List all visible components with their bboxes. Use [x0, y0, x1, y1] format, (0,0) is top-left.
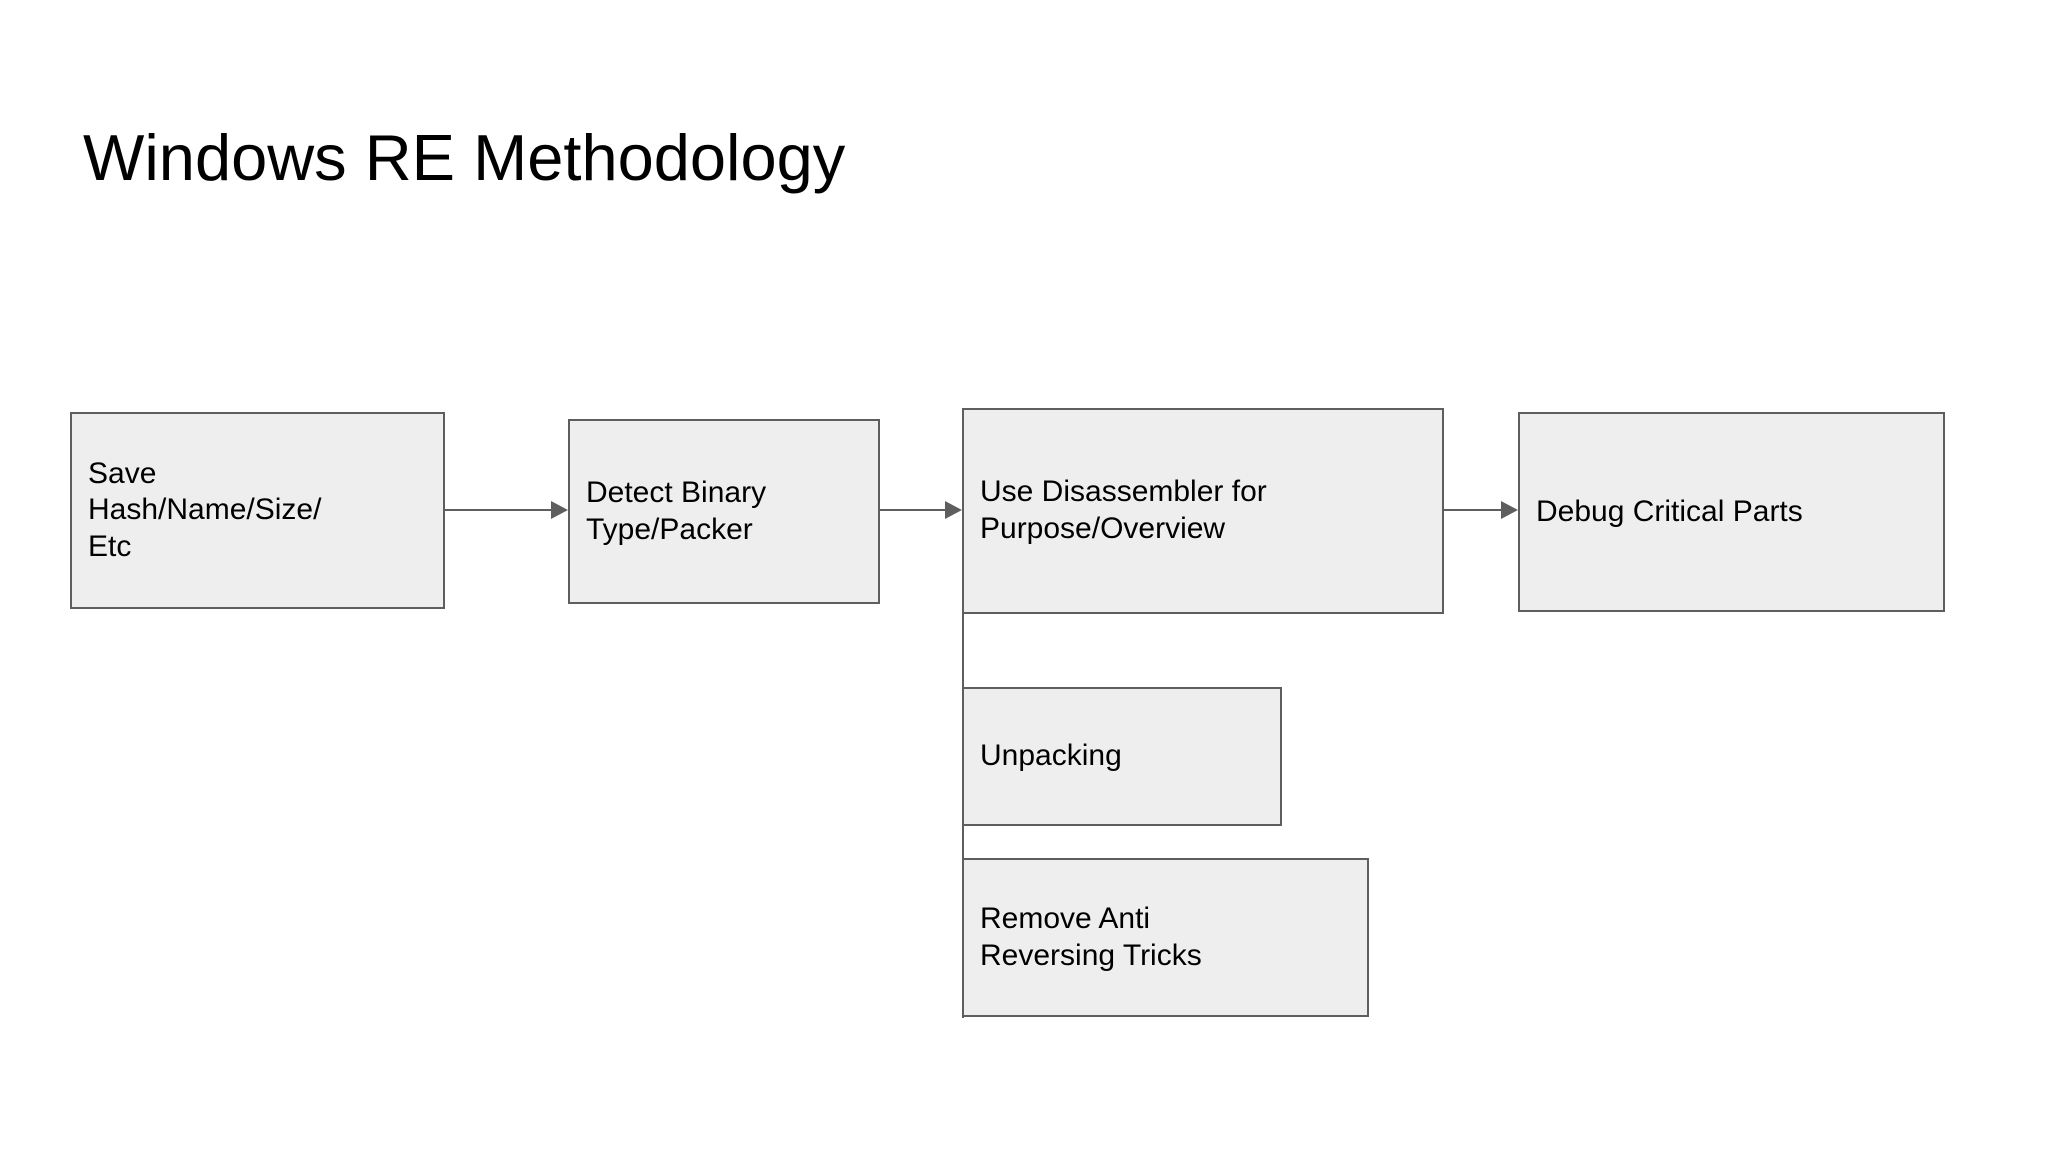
arrow-use-disassembler-to-debug-critical — [1444, 509, 1501, 511]
flow-node-use-disassembler[interactable]: Use Disassembler for Purpose/Overview — [962, 408, 1444, 614]
flow-node-save-hash[interactable]: Save Hash/Name/Size/ Etc — [70, 412, 445, 609]
arrow-save-hash-to-detect-binary — [445, 509, 551, 511]
arrowhead-icon — [945, 501, 962, 519]
flow-node-label: Unpacking — [980, 739, 1122, 773]
flow-node-debug-critical[interactable]: Debug Critical Parts — [1518, 412, 1945, 612]
flow-node-label: Debug Critical Parts — [1536, 494, 1803, 528]
flow-node-unpacking[interactable]: Unpacking — [962, 687, 1282, 826]
flow-node-remove-anti-reversing[interactable]: Remove Anti Reversing Tricks — [962, 858, 1369, 1017]
flow-node-label: Save Hash/Name/Size/ Etc — [88, 456, 322, 563]
arrow-detect-binary-to-use-disassembler — [880, 509, 945, 511]
flow-node-detect-binary[interactable]: Detect Binary Type/Packer — [568, 419, 880, 604]
arrowhead-icon — [1501, 501, 1518, 519]
arrowhead-icon — [551, 501, 568, 519]
flow-node-label: Detect Binary Type/Packer — [586, 475, 767, 546]
flow-node-label: Use Disassembler for Purpose/Overview — [980, 475, 1267, 545]
flow-node-label: Remove Anti Reversing Tricks — [980, 901, 1202, 972]
page-title: Windows RE Methodology — [83, 121, 846, 194]
